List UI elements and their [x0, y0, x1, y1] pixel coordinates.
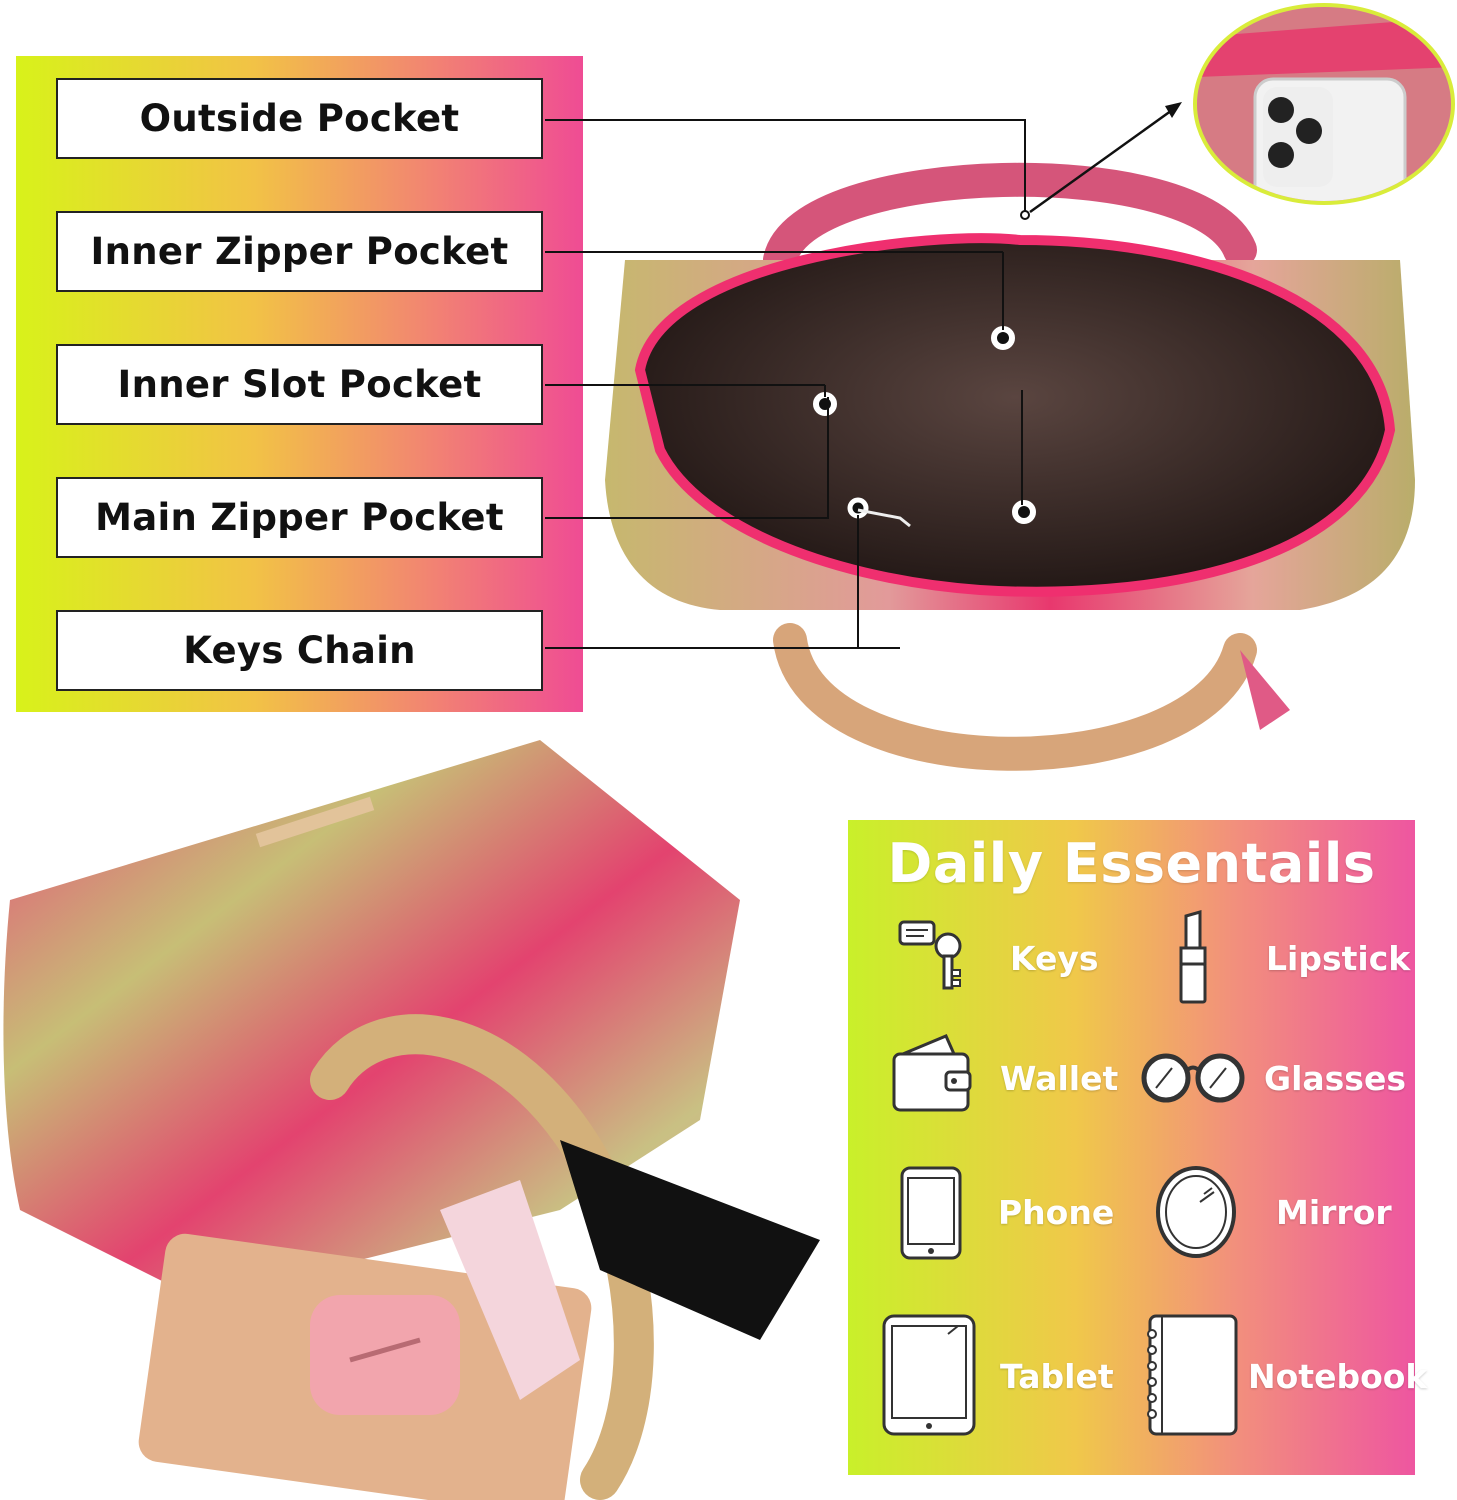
mirror-label: Mirror	[1276, 1192, 1392, 1232]
essential-item-wallet: Wallet	[888, 1028, 1148, 1128]
essentials-title: Daily Essentails	[887, 832, 1376, 895]
essential-item-notebook: Notebook	[1140, 1314, 1427, 1436]
essential-item-keys: Keys	[888, 908, 1148, 1008]
phone-label: Phone	[998, 1192, 1115, 1232]
tablet-label: Tablet	[1000, 1356, 1114, 1396]
phone-pocket-inset	[1193, 3, 1455, 205]
lipstick-label: Lipstick	[1266, 938, 1411, 978]
essential-item-tablet: Tablet	[878, 1314, 1148, 1436]
tablet-icon	[878, 1314, 978, 1436]
glasses-label: Glasses	[1264, 1058, 1406, 1098]
phone-icon	[888, 1162, 988, 1262]
essential-item-lipstick: Lipstick	[1148, 908, 1411, 1008]
daily-essentials-panel: Daily Essentails Keys Lipstick	[848, 820, 1427, 1475]
essential-item-mirror: Mirror	[1148, 1162, 1408, 1262]
inner-slot-pocket-label: Inner Slot Pocket	[56, 344, 543, 425]
essential-item-phone: Phone	[888, 1162, 1148, 1262]
outside-pocket-label: Outside Pocket	[56, 78, 543, 159]
inner-zipper-pocket-label: Inner Zipper Pocket	[56, 211, 543, 292]
keys-chain-label: Keys Chain	[56, 610, 543, 691]
wallet-icon	[888, 1028, 988, 1128]
pocket-label-panel: Outside Pocket Inner Zipper Pocket Inner…	[16, 56, 583, 712]
keys-label: Keys	[1010, 938, 1099, 978]
notebook-icon	[1140, 1314, 1240, 1436]
notebook-label: Notebook	[1248, 1356, 1428, 1396]
wallet-label: Wallet	[1000, 1058, 1119, 1098]
keys-icon	[888, 908, 988, 1008]
closed-bag-photo	[0, 740, 840, 1500]
open-bag-photo	[600, 150, 1420, 790]
glasses-icon	[1138, 1028, 1248, 1128]
main-zipper-pocket-label: Main Zipper Pocket	[56, 477, 543, 558]
lipstick-icon	[1148, 908, 1248, 1008]
essential-item-glasses: Glasses	[1138, 1028, 1408, 1128]
mirror-icon	[1148, 1162, 1248, 1262]
